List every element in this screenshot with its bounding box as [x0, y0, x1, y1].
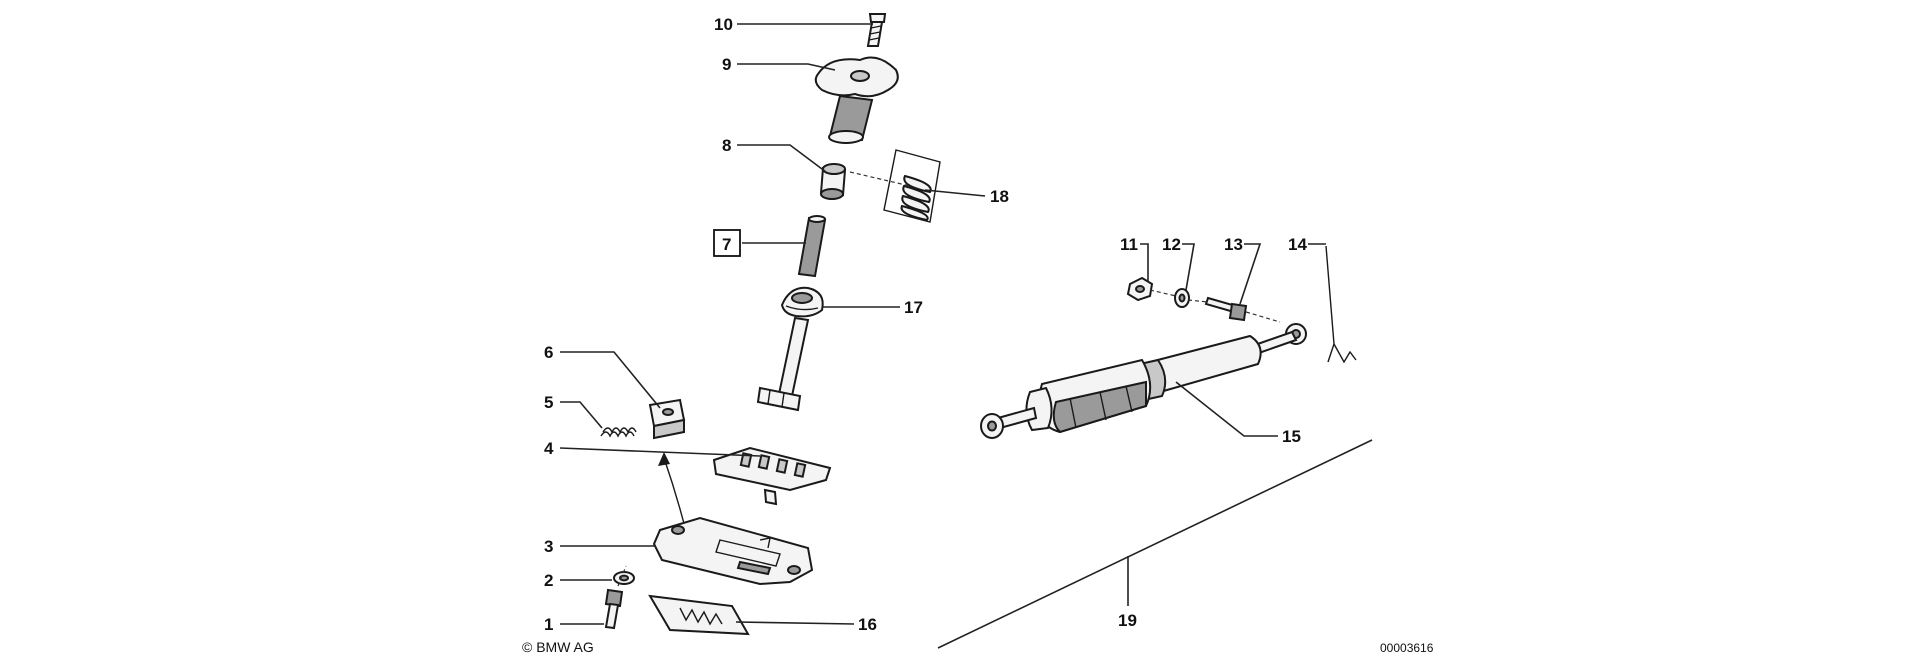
part-18-spring[interactable] — [849, 149, 941, 223]
callout-13[interactable]: 13 — [1224, 235, 1243, 254]
callout-1[interactable]: 1 — [544, 615, 553, 634]
copyright-label: © BMW AG — [522, 639, 594, 655]
part-14-clip[interactable] — [1325, 245, 1357, 364]
part-6-block[interactable] — [648, 398, 686, 440]
part-17-grommet[interactable] — [780, 286, 824, 318]
callout-5[interactable]: 5 — [544, 393, 553, 412]
callout-6[interactable]: 6 — [544, 343, 553, 362]
part-1-bolt[interactable] — [604, 565, 627, 630]
part-11-nut[interactable] — [1126, 276, 1154, 302]
callout-4[interactable]: 4 — [544, 439, 554, 458]
leader-lines — [559, 23, 1326, 625]
part-9-bracket-sleeve[interactable] — [814, 56, 899, 144]
part-3-base-plate[interactable] — [652, 516, 814, 586]
part-13-bolt[interactable] — [1204, 296, 1248, 322]
callout-3[interactable]: 3 — [544, 537, 553, 556]
callout-17[interactable]: 17 — [904, 298, 923, 317]
drawing-reference-number: 00003616 — [1380, 641, 1434, 655]
callout-8[interactable]: 8 — [722, 136, 731, 155]
part-16-gasket[interactable] — [648, 594, 750, 636]
callout-19[interactable]: 19 — [1118, 611, 1137, 630]
callout-16[interactable]: 16 — [858, 615, 877, 634]
part-5-small-spring[interactable] — [600, 427, 637, 438]
callout-7-box — [713, 229, 741, 257]
callout-9[interactable]: 9 — [722, 55, 731, 74]
callout-7[interactable]: 7 — [722, 235, 731, 254]
part-4-shift-gate[interactable] — [712, 446, 832, 506]
callout-18[interactable]: 18 — [990, 187, 1009, 206]
part-19-divider — [937, 439, 1373, 649]
callout-12[interactable]: 12 — [1162, 235, 1181, 254]
callout-15[interactable]: 15 — [1282, 427, 1301, 446]
shift-lever-rod[interactable] — [756, 316, 810, 412]
part-8-bushing[interactable] — [819, 163, 847, 200]
part-7-pin[interactable] — [797, 215, 827, 278]
part-15-gas-strut[interactable] — [980, 323, 1307, 439]
callout-2[interactable]: 2 — [544, 571, 553, 590]
callout-11[interactable]: 11 — [1120, 235, 1138, 254]
callout-10[interactable]: 10 — [714, 15, 733, 34]
part-10-screw[interactable] — [866, 13, 887, 47]
part-2-washer[interactable] — [613, 571, 635, 585]
callout-14[interactable]: 14 — [1288, 235, 1307, 254]
part-12-washer[interactable] — [1174, 288, 1190, 308]
